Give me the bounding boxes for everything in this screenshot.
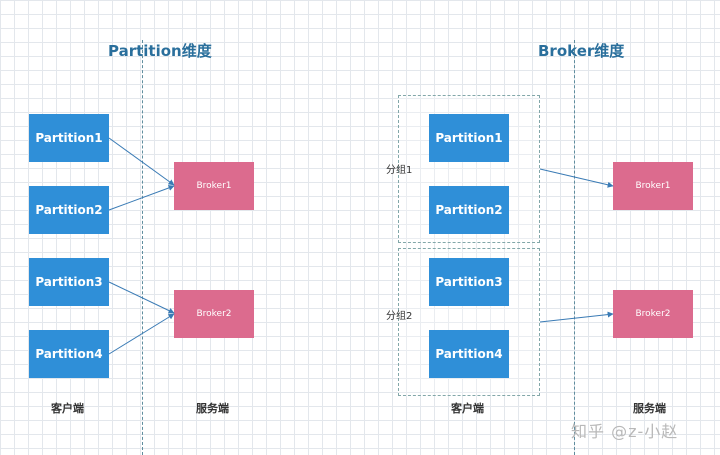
group2-label: 分组2 [386, 311, 413, 322]
left-partition3: Partition3 [29, 258, 109, 306]
left-server-label: 服务端 [196, 402, 229, 415]
left-partition1: Partition1 [29, 114, 109, 162]
right-client-label: 客户端 [451, 402, 484, 415]
arrow-left-p3-to-broker2 [108, 281, 175, 314]
right-server-label: 服务端 [633, 402, 666, 415]
left-title: Partition维度 [108, 42, 212, 60]
left-partition2: Partition2 [29, 186, 109, 234]
left-separator-line [142, 40, 143, 455]
group1-label: 分组1 [386, 165, 413, 176]
arrow-left-p4-to-broker2 [108, 313, 175, 355]
arrow-left-p1-to-broker1 [108, 137, 175, 186]
left-broker2: Broker2 [174, 290, 254, 338]
left-client-label: 客户端 [51, 402, 84, 415]
watermark: 知乎 @z-小赵 [571, 422, 679, 441]
arrow-group2-to-broker2 [539, 311, 614, 323]
arrow-left-p2-to-broker1 [108, 185, 175, 211]
right-broker1: Broker1 [613, 162, 693, 210]
left-broker1: Broker1 [174, 162, 254, 210]
right-broker2: Broker2 [613, 290, 693, 338]
right-title: Broker维度 [538, 42, 625, 60]
right-partition2: Partition2 [429, 186, 509, 234]
right-partition1: Partition1 [429, 114, 509, 162]
left-partition4: Partition4 [29, 330, 109, 378]
arrow-group1-to-broker1 [539, 168, 614, 188]
right-partition4: Partition4 [429, 330, 509, 378]
right-partition3: Partition3 [429, 258, 509, 306]
right-separator-line [574, 40, 575, 455]
